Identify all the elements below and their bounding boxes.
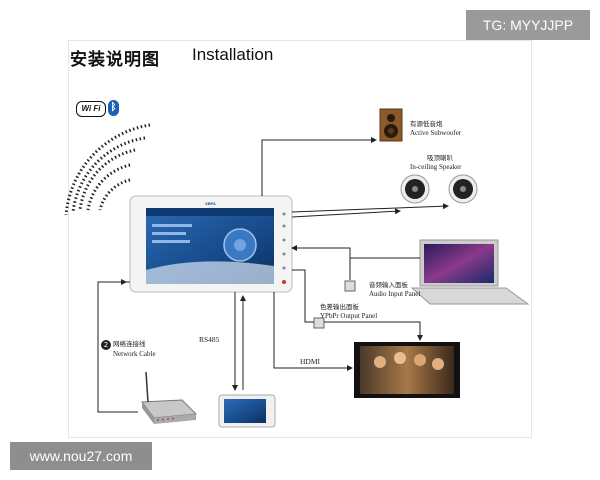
ypbpr-plate <box>313 317 325 329</box>
network-cable-label-en: Network Cable <box>113 350 156 358</box>
ceiling-speaker-label-en: In-ceiling Speaker <box>410 163 462 171</box>
wifi-signal-icon <box>64 123 151 216</box>
connection-lines <box>97 137 449 413</box>
subwoofer-label: 有源低音炮 Active Subwoofer <box>410 120 462 137</box>
panel-brand: XBPA <box>205 201 216 206</box>
subwoofer-icon <box>379 108 403 142</box>
laptop-icon <box>410 239 530 305</box>
audio-input-plate <box>344 280 356 292</box>
website-watermark: www.nou27.com <box>10 442 152 470</box>
tv-icon <box>354 342 460 398</box>
title-english: Installation <box>192 45 274 64</box>
router-icon <box>141 371 198 424</box>
ceiling-speaker-icon <box>400 174 478 204</box>
title-chinese: 安装说明图 <box>70 50 160 70</box>
audio-input-label: 音频输入面板 Audio Input Panel <box>369 281 421 298</box>
main-control-panel: XBPA <box>129 195 293 293</box>
ypbpr-output-label: 色差输出面板 YPbPr Output Panel <box>320 303 378 320</box>
sub-panel-icon <box>218 394 276 428</box>
bluetooth-icon: ᛒ <box>108 100 119 116</box>
hdmi-label: HDMI <box>300 357 320 366</box>
ceiling-speaker-label: 吸顶喇叭 <box>427 154 453 162</box>
rs485-label: RS485 <box>199 335 220 344</box>
network-cable-label: 网络连接线 <box>113 340 146 348</box>
telegram-badge: TG: MYYJJPP <box>466 10 590 40</box>
wifi-logo: Wi Fi <box>76 101 106 117</box>
network-number-badge: 2 <box>101 340 111 350</box>
